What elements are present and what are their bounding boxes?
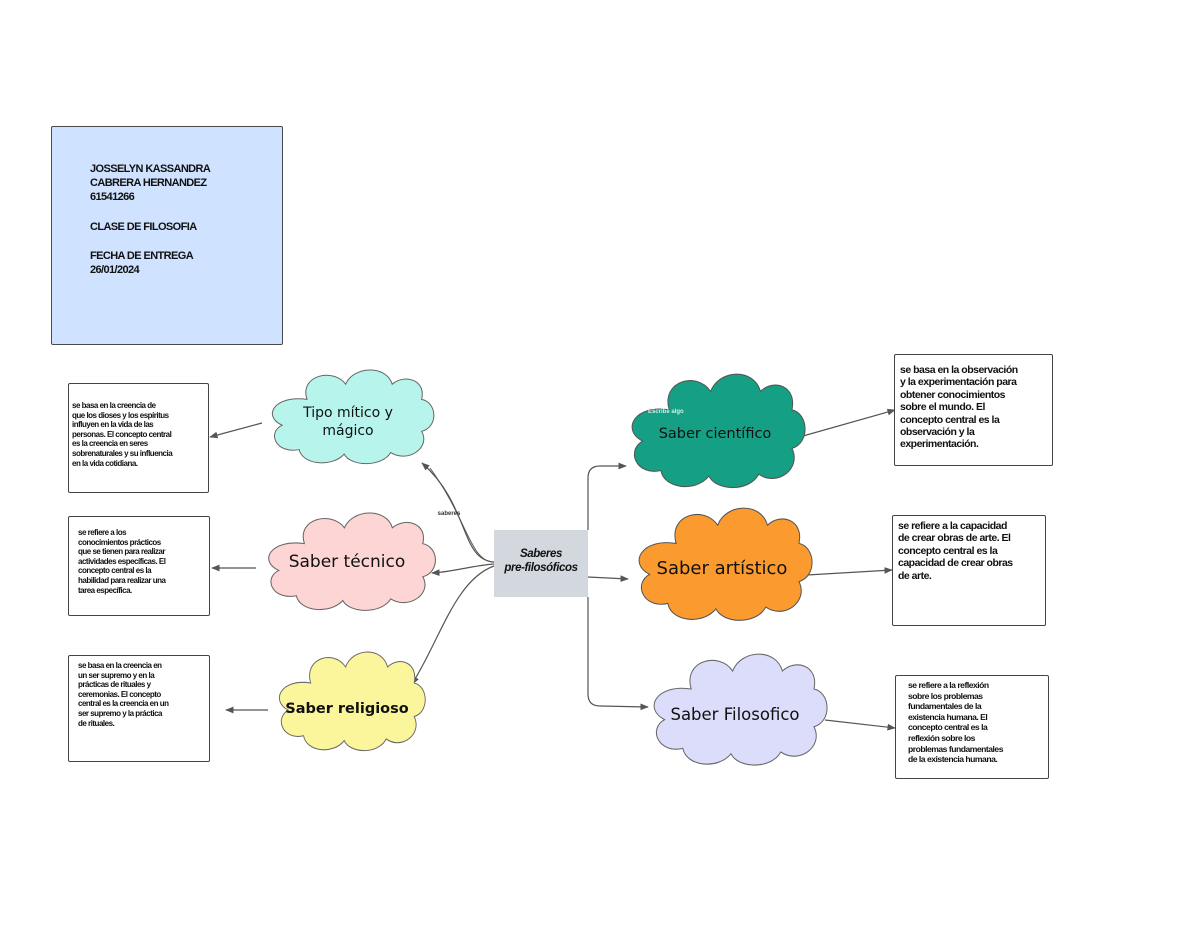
- connector-label: saberes: [438, 511, 461, 517]
- cloud-artistico-label: Saber artístico: [656, 558, 788, 579]
- cloud-tecnico-label: Saber técnico: [288, 552, 406, 572]
- note-tecnico: se refiere a los conocimientos prácticos…: [68, 516, 210, 616]
- connector-artistico: [587, 575, 629, 582]
- cloud-religioso-label: Saber religioso: [285, 701, 409, 717]
- note-religioso: se basa en la creencia en un ser supremo…: [68, 655, 210, 762]
- cloud-mitico-label: Tipo mítico y mágico: [303, 405, 393, 439]
- connector-filosofico: [587, 597, 649, 711]
- note-mitico-text: se basa en la creencia de que los dioses…: [72, 401, 173, 468]
- connector-cientifico: [587, 462, 627, 530]
- note-artistico: se refiere a la capacidad de crear obras…: [892, 515, 1046, 626]
- due-date-label: FECHA DE ENTREGA: [90, 250, 194, 262]
- arrow-cientifico-note: [802, 408, 896, 437]
- note-mitico: se basa en la creencia de que los dioses…: [68, 383, 209, 493]
- student-name-line2: CABRERA HERNANDEZ: [90, 177, 207, 189]
- class-name: CLASE DE FILOSOFIA: [90, 221, 197, 233]
- note-filosofico: se refiere a la reflexión sobre los prob…: [895, 675, 1049, 779]
- note-tecnico-text: se refiere a los conocimientos prácticos…: [78, 528, 166, 595]
- arrow-mitico-note: [209, 422, 263, 439]
- arrow-artistico-note: [806, 567, 893, 576]
- central-topic: Saberes pre-filosóficos: [494, 530, 588, 597]
- note-cientifico-text: se basa en la observación y la experimen…: [900, 364, 1018, 451]
- connector-tecnico: [431, 563, 495, 576]
- note-cientifico: se basa en la observación y la experimen…: [894, 354, 1053, 466]
- cloud-cientifico-tag: Escribe algo: [648, 409, 684, 415]
- connector-religioso: [411, 565, 495, 685]
- note-filosofico-text: se refiere a la reflexión sobre los prob…: [908, 680, 1004, 765]
- student-info-box: JOSSELYN KASSANDRA CABRERA HERNANDEZ 615…: [51, 126, 283, 345]
- arrow-filosofico-note: [824, 719, 896, 731]
- note-religioso-text: se basa en la creencia en un ser supremo…: [78, 661, 169, 728]
- cloud-cientifico-label: Saber científico: [658, 426, 772, 442]
- student-name-line1: JOSSELYN KASSANDRA: [90, 163, 211, 175]
- central-topic-label: Saberes pre-filosóficos: [504, 548, 578, 574]
- student-id: 61541266: [90, 191, 135, 203]
- note-artistico-text: se refiere a la capacidad de crear obras…: [898, 520, 1013, 582]
- due-date: 26/01/2024: [90, 264, 140, 276]
- cloud-filosofico-label: Saber Filosofico: [670, 705, 800, 724]
